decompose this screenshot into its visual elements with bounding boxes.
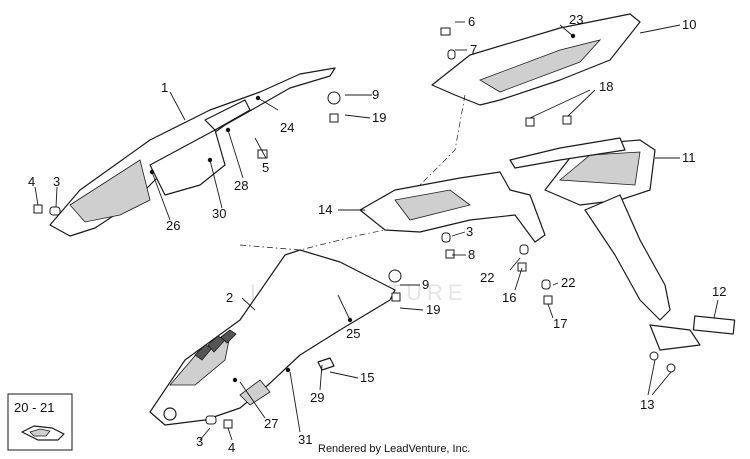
- callout-labels: 1 2 3 3 3 4 4 5 6 7 8 9 9 10 11 12 13 14…: [28, 12, 726, 455]
- callout-3a: 3: [53, 174, 60, 189]
- fasteners: [33, 27, 676, 429]
- callout-19a: 19: [372, 110, 386, 125]
- callout-2: 2: [226, 290, 233, 305]
- leader-lines: [34, 21, 719, 441]
- callout-22a: 22: [480, 270, 494, 285]
- callout-4a: 4: [28, 174, 35, 189]
- leader-dots: [149, 33, 576, 383]
- callout-22b: 22: [561, 275, 575, 290]
- alignment-lines: [239, 94, 466, 251]
- callout-12: 12: [712, 284, 726, 299]
- part-11-rear-assembly: [509, 137, 701, 351]
- callout-27: 27: [264, 416, 278, 431]
- callout-8: 8: [468, 247, 475, 262]
- callout-28: 28: [234, 178, 248, 193]
- callout-15: 15: [360, 370, 374, 385]
- part-12-plate-light: [692, 315, 736, 335]
- callout-7: 7: [470, 42, 477, 57]
- callout-9a: 9: [372, 87, 379, 102]
- callout-31: 31: [298, 432, 312, 447]
- part-10-top-cover: [431, 13, 641, 106]
- callout-13: 13: [640, 397, 654, 412]
- callout-16: 16: [502, 290, 516, 305]
- callout-14: 14: [318, 202, 332, 217]
- callout-10: 10: [682, 17, 696, 32]
- callout-3c: 3: [196, 434, 203, 449]
- callout-5: 5: [262, 160, 269, 175]
- part-14-tray: [359, 171, 546, 243]
- inset-box-20-21: 20 - 21: [7, 393, 73, 451]
- callout-26: 26: [166, 218, 180, 233]
- part-15-clip: [317, 357, 335, 371]
- callout-17: 17: [553, 316, 567, 331]
- callout-11: 11: [682, 150, 696, 165]
- callout-1: 1: [161, 80, 168, 95]
- callout-23: 23: [569, 12, 583, 27]
- callout-18: 18: [599, 79, 613, 94]
- callout-25: 25: [346, 326, 360, 341]
- callout-9b: 9: [422, 277, 429, 292]
- callout-24: 24: [280, 120, 294, 135]
- part-2-side-panel: [149, 249, 396, 426]
- credit-text: Rendered by LeadVenture, Inc.: [318, 443, 470, 455]
- callout-29: 29: [310, 390, 324, 405]
- callout-19b: 19: [426, 302, 440, 317]
- callout-4b: 4: [228, 440, 235, 455]
- callout-3b: 3: [466, 224, 473, 239]
- callout-30: 30: [212, 206, 226, 221]
- inset-label: 20 - 21: [14, 400, 54, 415]
- callout-6: 6: [468, 14, 475, 29]
- part-1-tail-cover: [49, 67, 336, 237]
